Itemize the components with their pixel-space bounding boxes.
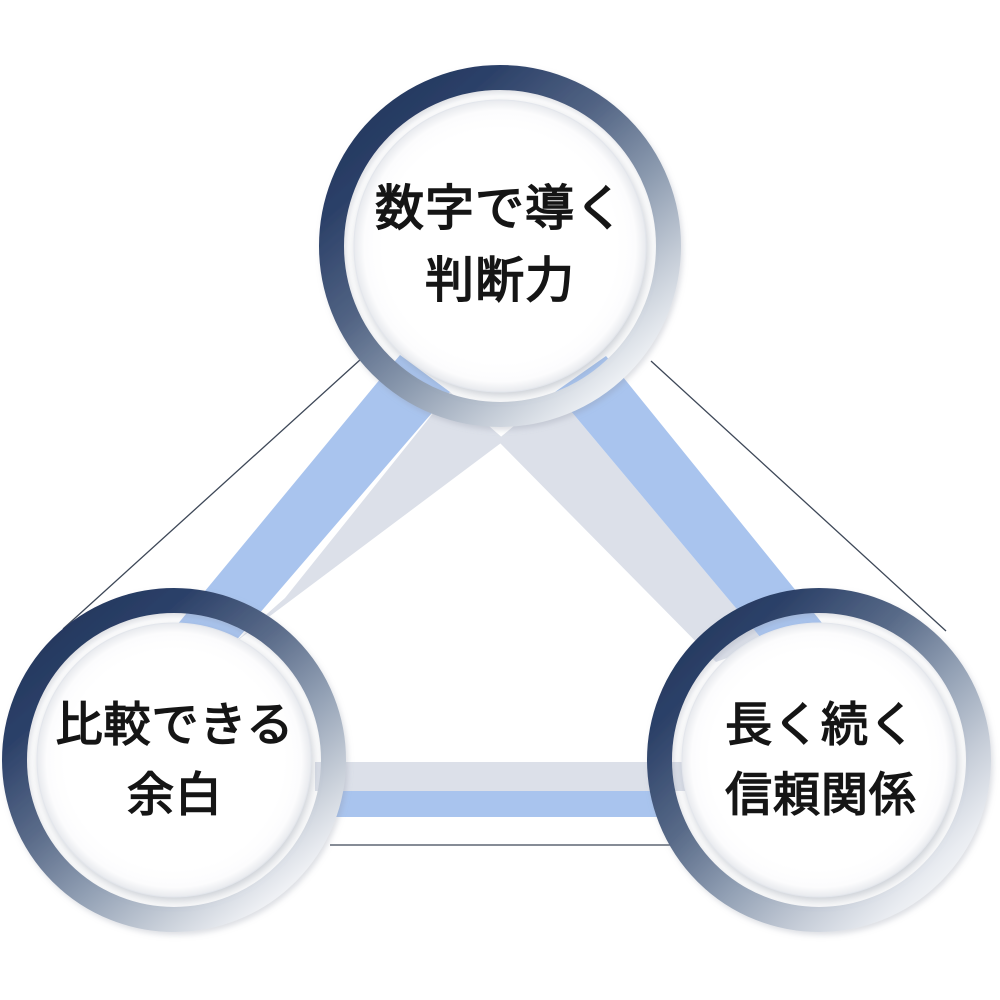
connector-left-gray-stripe [234,392,505,643]
node-circle-bottom-left[interactable] [2,588,346,932]
connector-right-gray-stripe [497,392,766,662]
connector-bottom [315,762,688,817]
connector-bottom-gray-stripe [315,762,688,791]
node-left-disc-edge [36,622,312,898]
node-circle-bottom-right[interactable] [647,588,991,932]
connector-left-blue-stripe [148,355,450,660]
connector-left [148,355,505,660]
node-right-disc [682,623,956,897]
node-top-ring [319,65,681,427]
connector-hairlines [62,358,947,846]
hairline-right [650,360,947,632]
connector-bottom-blue-stripe [330,791,672,817]
hairline-left [62,358,362,630]
node-top-disc-edge [353,99,647,393]
connector-right [497,356,852,662]
node-right-disc-edge [681,622,957,898]
node-circle-top[interactable] [319,65,681,427]
node-top-disc [354,100,646,392]
node-left-ring [2,588,346,932]
node-right-ring [647,588,991,932]
connector-right-blue-stripe [555,356,852,660]
node-left-disc [37,623,311,897]
